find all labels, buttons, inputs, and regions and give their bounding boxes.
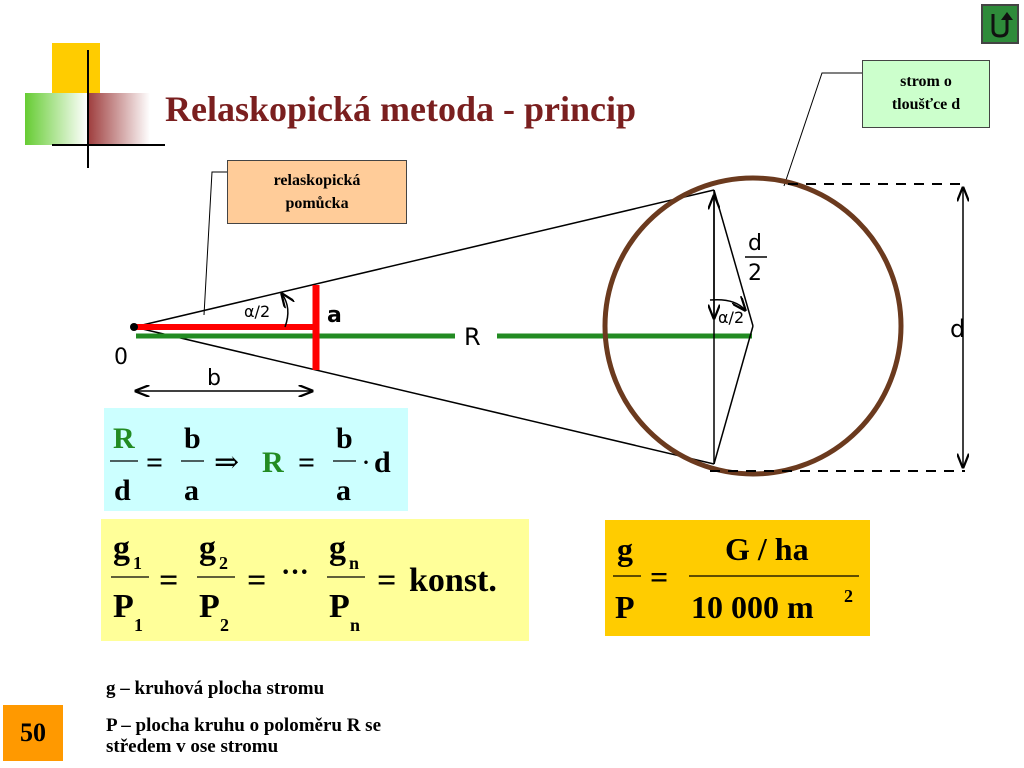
gn-num: g: [329, 530, 346, 567]
formula1-d-den: d: [114, 474, 131, 507]
density-rhs-num: G / ha: [725, 531, 809, 567]
alpha-half-label-left: α/2: [244, 302, 270, 321]
eq-3: =: [377, 562, 396, 599]
yellow-square: [52, 43, 100, 93]
page-title: Relaskopická metoda - princip: [165, 89, 637, 129]
fraction-g2-P2: g 2 P 2: [197, 530, 235, 635]
note-P-line2: středem v ose stromu: [106, 736, 279, 757]
formula-ratio: R d = b a ⇒ R = b a · d: [110, 422, 391, 507]
tool-callout-line2: pomůcka: [285, 195, 349, 212]
radius-bottom: [713, 325, 754, 465]
alpha-half-label-right: α/2: [718, 308, 744, 327]
red-fade-bar: [88, 93, 150, 145]
konst-label: konst.: [409, 562, 497, 599]
origin-label: 0: [114, 345, 128, 370]
a-label: a: [327, 303, 342, 328]
b-label: b: [207, 366, 221, 391]
formula-proportion-box: [101, 519, 529, 641]
radius-top: [713, 189, 754, 327]
formula-ratio-box: [104, 408, 408, 511]
formula1-b-num: b: [184, 422, 201, 455]
g2-num: g: [199, 530, 216, 567]
angle-arc-left: [282, 294, 288, 328]
formula1-d-tail: d: [374, 446, 391, 479]
density-rhs-den: 10 000 m: [691, 589, 814, 625]
P2-den: P: [199, 588, 220, 625]
tool-callout-line1: relaskopická: [273, 172, 361, 189]
tool-callout: relaskopická pomůcka: [227, 160, 407, 224]
formula1-a-den: a: [184, 474, 199, 507]
P1-den: P: [113, 588, 134, 625]
d-half-numerator: d: [748, 231, 762, 256]
formula1-R-num: R: [113, 422, 135, 455]
formula-proportion: g 1 P 1 = g 2 P 2 = ··· g n P n = konst.: [111, 530, 497, 635]
Pn-den-sub: n: [350, 615, 360, 635]
home-button[interactable]: [981, 4, 1019, 44]
tangent-line-bottom: [133, 326, 715, 465]
P2-den-sub: 2: [220, 615, 229, 635]
formula1-dot: ·: [361, 446, 371, 479]
tangent-line-top: [133, 189, 715, 328]
note-g: g – kruhová plocha stromu: [106, 678, 325, 699]
R-label: R: [464, 323, 481, 351]
tree-callout-leader: [783, 72, 862, 187]
formula1-R-var: R: [262, 446, 284, 479]
g2-num-sub: 2: [219, 553, 228, 573]
note-P-line1: P – plocha kruhu o poloměru R se: [106, 715, 382, 736]
tree-callout: strom o tloušťce d: [862, 60, 990, 128]
corner-decoration: [25, 43, 165, 168]
g1-num: g: [113, 530, 130, 567]
Pn-den: P: [329, 588, 350, 625]
ellipsis: ···: [281, 557, 309, 588]
formula1-implies: ⇒: [214, 445, 239, 480]
tree-callout-line2: tloušťce d: [891, 96, 961, 113]
formula-density-box: [605, 520, 870, 636]
tree-cross-section: [602, 175, 904, 477]
eq-1: =: [159, 562, 178, 599]
density-rhs-den-sup: 2: [844, 586, 853, 606]
page-number: 50: [3, 705, 63, 761]
density-P-den: P: [615, 589, 635, 625]
formula1-a-den2: a: [336, 474, 351, 507]
d-half-denominator: 2: [748, 261, 762, 286]
formula1-eq2: =: [298, 446, 315, 479]
density-g-num: g: [617, 531, 633, 567]
formula1-eq: =: [146, 446, 163, 479]
formula-density: g P = G / ha 10 000 m 2: [613, 531, 859, 625]
origin-point: [130, 323, 138, 331]
g1-num-sub: 1: [133, 553, 142, 573]
gn-num-sub: n: [349, 553, 359, 573]
fraction-g1-P1: g 1 P 1: [111, 530, 149, 635]
density-eq: =: [650, 559, 668, 595]
green-fade-bar: [25, 93, 87, 145]
eq-2: =: [247, 562, 266, 599]
fraction-gn-Pn: g n P n: [327, 530, 365, 635]
home-icon: [991, 12, 1013, 38]
tool-callout-leader: [203, 171, 227, 316]
angle-arc-right: [709, 300, 745, 310]
d-label: d: [950, 315, 965, 343]
formula1-b-num2: b: [336, 422, 353, 455]
tree-callout-line1: strom o: [900, 73, 952, 90]
P1-den-sub: 1: [134, 615, 143, 635]
